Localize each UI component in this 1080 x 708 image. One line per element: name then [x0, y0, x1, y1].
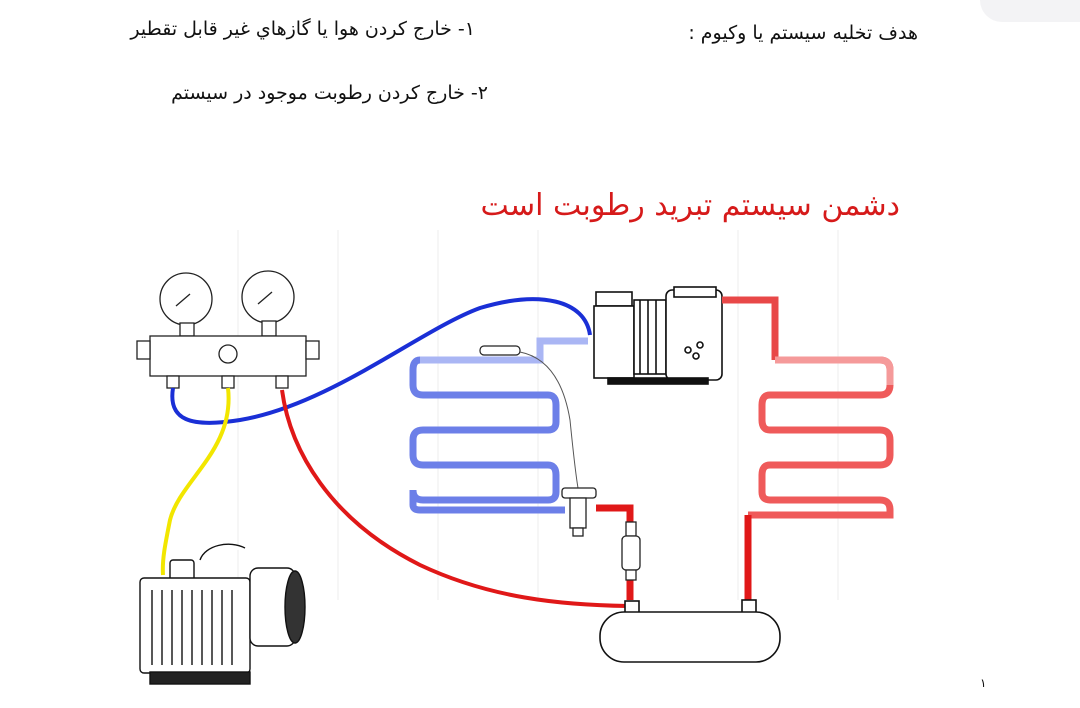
- page-number: ۱: [980, 676, 987, 690]
- manifold-gauge-set: [136, 270, 320, 389]
- high-pressure-gauge: [241, 270, 295, 324]
- evaporator-coil: [409, 337, 588, 514]
- vacuum-pump: [139, 543, 306, 685]
- expansion-valve: [561, 487, 597, 537]
- receiver-tank: [599, 599, 781, 663]
- filter-drier: [621, 521, 641, 581]
- corner-decoration: [980, 0, 1080, 22]
- warning-text: دشمن سيستم تبريد رطوبت است: [480, 188, 900, 223]
- compressor: [593, 286, 723, 385]
- suction-hose: [170, 297, 592, 425]
- point-2: ۲- خارج كردن رطوبت موجود در سيستم: [171, 82, 488, 104]
- capillary-tube: [519, 351, 579, 489]
- discharge-line: [722, 296, 779, 360]
- condenser-coil: [748, 356, 894, 519]
- vacuum-hose: [160, 387, 231, 576]
- sensing-bulb: [479, 345, 521, 356]
- faint-grid: [237, 230, 839, 600]
- point-1: ۱- خارج كردن هوا يا گازهاي غير قابل تقطي…: [130, 18, 475, 40]
- high-side-hose: [280, 389, 629, 608]
- low-pressure-gauge: [159, 272, 213, 326]
- heading: هدف تخليه سيستم يا وكيوم :: [688, 22, 918, 44]
